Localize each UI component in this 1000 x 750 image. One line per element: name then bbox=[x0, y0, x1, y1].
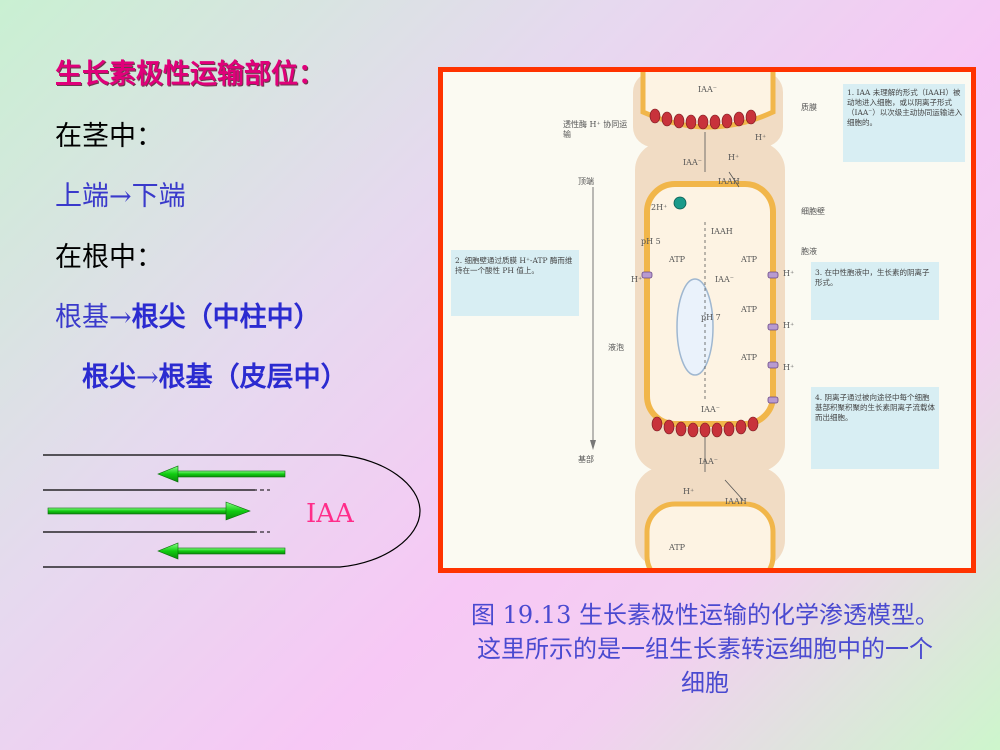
stem-direction: 上端→下端 bbox=[55, 174, 186, 213]
label-h-r3: H⁺ bbox=[783, 363, 794, 372]
note-box-2 bbox=[451, 250, 579, 316]
arrow-right-icon: → bbox=[136, 362, 159, 393]
arrow-left-icon bbox=[157, 542, 286, 560]
label-iaa-mid: IAA⁻ bbox=[683, 158, 702, 167]
root1-to: 根尖（中柱中） bbox=[131, 302, 321, 333]
label-atp-1: ATP bbox=[668, 255, 686, 264]
label-cytosol: 胞液 bbox=[801, 246, 817, 256]
root2-from: 根尖 bbox=[82, 362, 136, 393]
label-h-left: H⁺ bbox=[631, 275, 642, 284]
chemiosmotic-figure: IAA⁻ IAA⁻ IAAH H⁺ H⁺ 2H⁺ pH 5 pH 7 IAAH … bbox=[443, 72, 971, 568]
label-h-r2: H⁺ bbox=[783, 321, 794, 330]
note-3: 3. 在中性胞液中，生长素的阴离子形式。 bbox=[815, 268, 930, 287]
arrow-left-icon bbox=[157, 465, 286, 483]
label-iaah-in: IAAH bbox=[711, 227, 733, 236]
arrow-right-icon: → bbox=[109, 302, 132, 333]
note-4: 4. 阴离子通过被向途径中每个细胞基部积聚积聚的生长素阴离子流载体而出细胞。 bbox=[815, 393, 935, 422]
vacuole-shape bbox=[676, 278, 714, 376]
note-2: 2. 细胞壁通过质膜 H⁺-ATP 酶而维持在一个酸性 PH 值上。 bbox=[455, 256, 573, 275]
root-label: 在根中： bbox=[55, 242, 163, 273]
atpase-pumps bbox=[767, 271, 779, 404]
arrow-right-icon: → bbox=[109, 181, 132, 212]
label-atp-3: ATP bbox=[740, 305, 758, 314]
label-iaah-bot: IAAH bbox=[725, 497, 747, 506]
symporter-shape bbox=[673, 196, 687, 210]
note-box-3 bbox=[811, 262, 939, 320]
note-box-4 bbox=[811, 387, 939, 469]
efflux-carriers-bottom bbox=[651, 416, 759, 438]
root-outline bbox=[43, 454, 421, 568]
axis-arrowhead bbox=[590, 440, 596, 450]
label-atp-4: ATP bbox=[740, 353, 758, 362]
root-tip-diagram: IAA bbox=[43, 454, 421, 568]
label-h-bot: H⁺ bbox=[683, 487, 694, 496]
iaa-label: IAA bbox=[306, 499, 355, 529]
membrane-bottom bbox=[644, 501, 776, 568]
label-base: 基部 bbox=[578, 454, 594, 464]
root-direction-1: 根基→根尖（中柱中） bbox=[55, 295, 321, 334]
arrow-right-icon bbox=[47, 501, 251, 521]
root2-to: 根基（皮层中） bbox=[158, 362, 348, 393]
figure-frame: IAA⁻ IAA⁻ IAAH H⁺ H⁺ 2H⁺ pH 5 pH 7 IAAH … bbox=[438, 67, 976, 573]
label-iaa-in: IAA⁻ bbox=[715, 275, 734, 284]
note-1: 1. IAA 未理解的形式（IAAH）被动地进入细胞，或以阴离子形式（IAA⁻）… bbox=[847, 88, 963, 127]
label-symporter: 透性酶 H⁺ 协同运输 bbox=[563, 120, 628, 139]
label-membrane: 质膜 bbox=[801, 102, 817, 112]
label-2h: 2H⁺ bbox=[651, 203, 667, 212]
label-iaa-bot: IAA⁻ bbox=[701, 405, 720, 414]
label-iaa-bot2: IAA⁻ bbox=[699, 457, 718, 466]
label-h-top: H⁺ bbox=[755, 133, 766, 142]
efflux-carriers-top bbox=[649, 108, 757, 130]
root1-from: 根基 bbox=[55, 302, 109, 333]
label-iaah-top: IAAH bbox=[718, 177, 740, 186]
stem-to: 下端 bbox=[131, 181, 186, 212]
note-box-1 bbox=[843, 84, 965, 162]
slide-title: 生长素极性运输部位： bbox=[55, 59, 325, 90]
label-h-r1: H⁺ bbox=[783, 269, 794, 278]
flux-arrows bbox=[704, 132, 744, 501]
figure-caption: 图 19.13 生长素极性运输的化学渗透模型。这里所示的是一组生长素转运细胞中的… bbox=[471, 601, 939, 697]
label-vacuole: 液泡 bbox=[608, 342, 624, 352]
label-ph5: pH 5 bbox=[641, 237, 661, 246]
stem-label: 在茎中： bbox=[55, 121, 163, 152]
label-atp-2: ATP bbox=[740, 255, 758, 264]
atpase-pump-left bbox=[641, 271, 653, 279]
label-ph7: pH 7 bbox=[701, 313, 721, 322]
label-cell-wall: 细胞壁 bbox=[801, 206, 825, 216]
label-atp-5: ATP bbox=[668, 543, 686, 552]
label-iaa-top: IAA⁻ bbox=[698, 85, 717, 94]
stem-from: 上端 bbox=[55, 181, 109, 212]
label-h-top2: H⁺ bbox=[728, 153, 739, 162]
label-top: 顶端 bbox=[578, 176, 594, 186]
root-direction-2: 根尖→根基（皮层中） bbox=[82, 355, 348, 394]
